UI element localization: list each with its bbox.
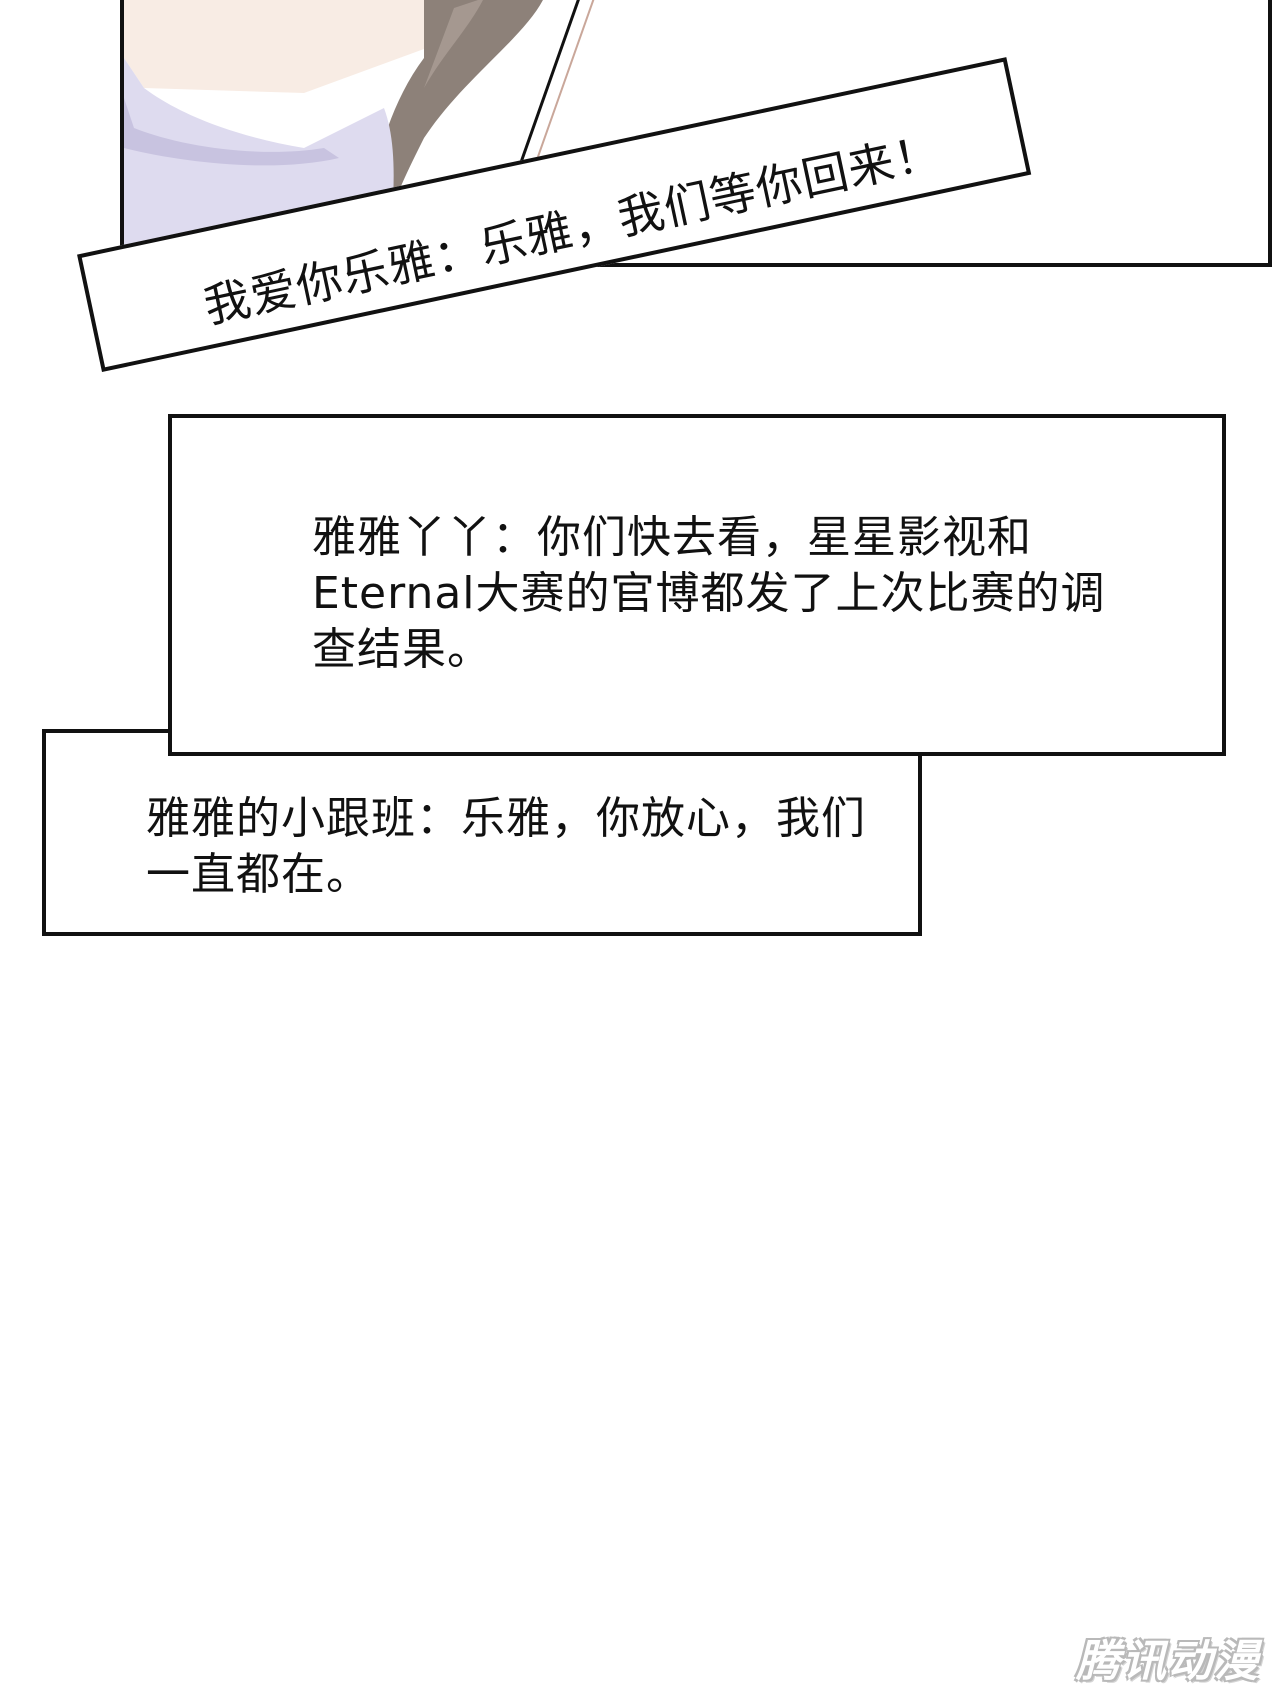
bottom-caption-text: 雅雅的小跟班：乐雅，你放心，我们一直都在。: [146, 793, 866, 900]
panel-divider-line: [517, 0, 580, 169]
middle-caption-text: 雅雅丫丫：你们快去看，星星影视和Eternal大赛的官博都发了上次比赛的调查结果…: [312, 512, 1106, 675]
bottom-caption-box: 雅雅的小跟班：乐雅，你放心，我们一直都在。: [42, 729, 922, 936]
middle-caption-box: 雅雅丫丫：你们快去看，星星影视和Eternal大赛的官博都发了上次比赛的调查结果…: [168, 414, 1226, 756]
character-skin: [124, 0, 511, 93]
watermark-logo: 腾讯动漫: [1076, 1636, 1260, 1687]
